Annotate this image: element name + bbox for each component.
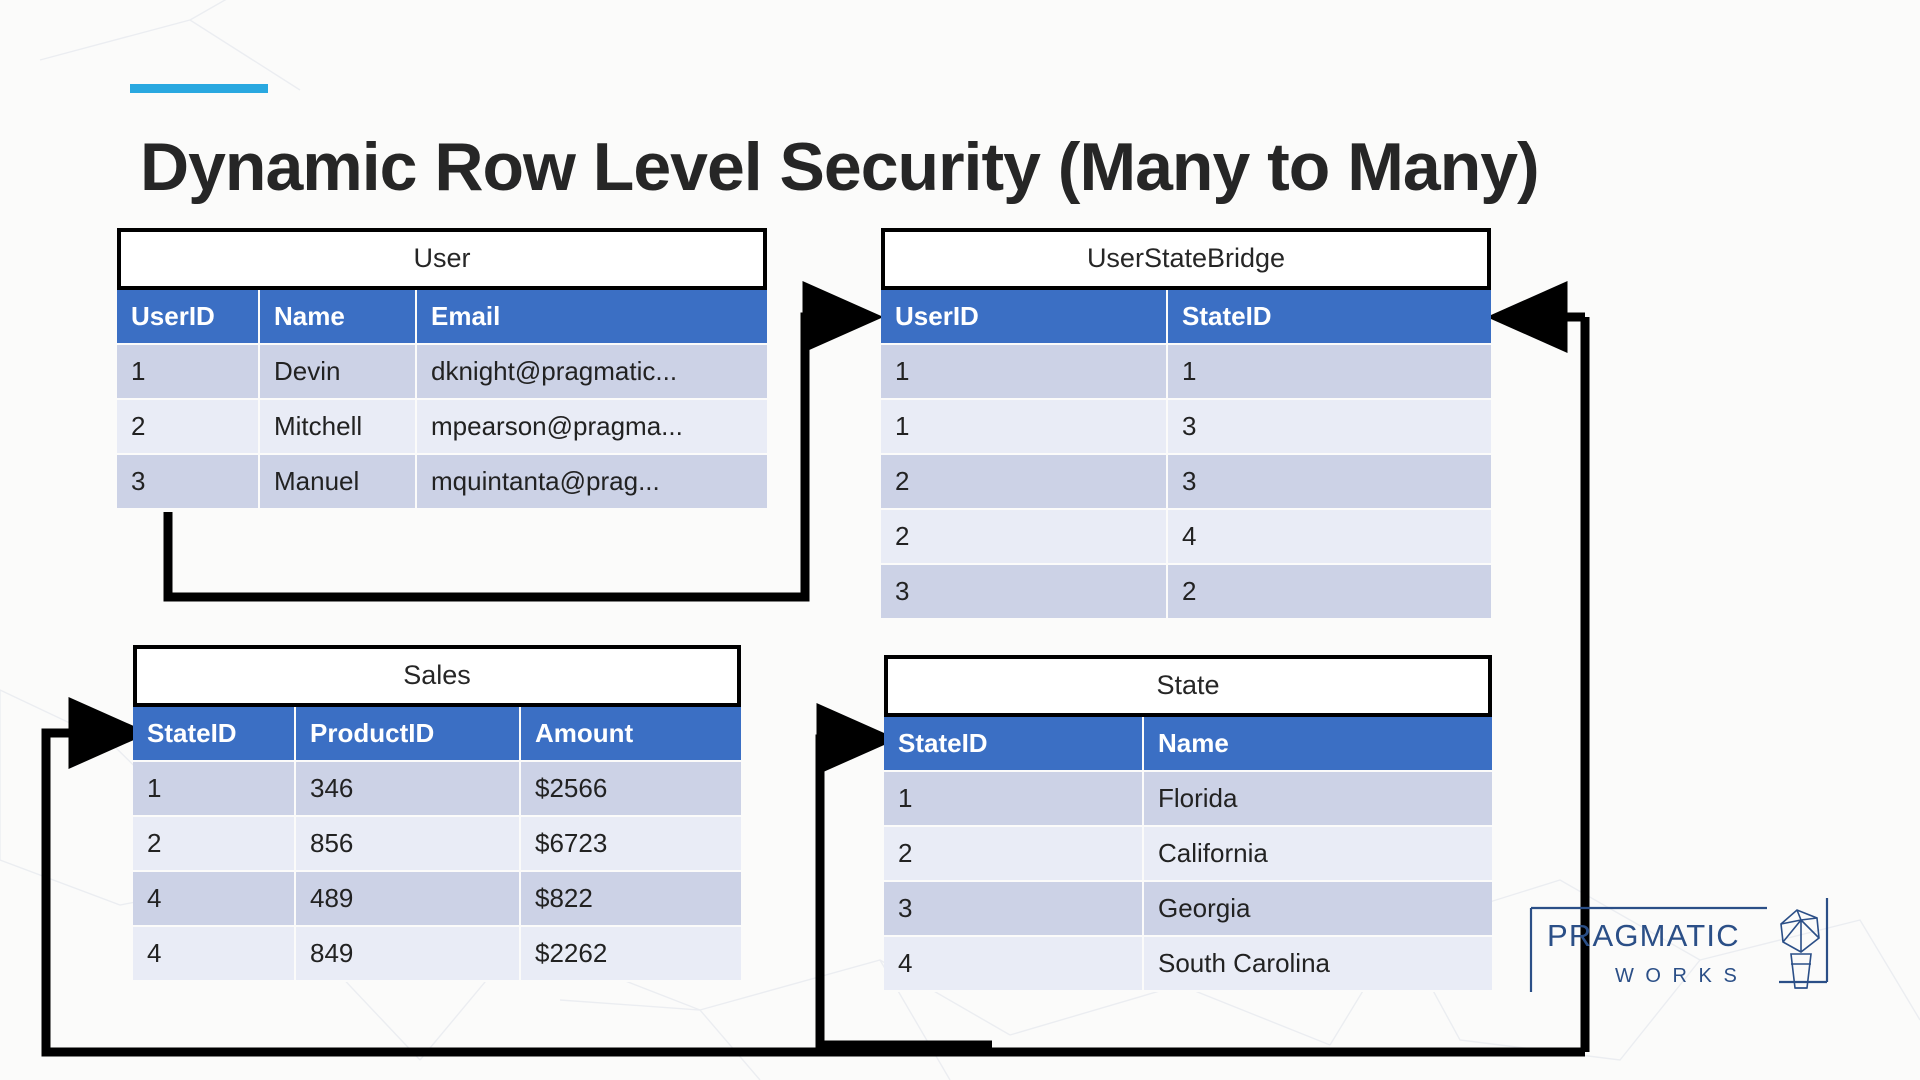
cell-amount: $2262 bbox=[521, 927, 741, 982]
cell-email: dknight@pragmatic... bbox=[417, 345, 767, 400]
column-header-productid: ProductID bbox=[296, 707, 521, 762]
table-sales: Sales StateID ProductID Amount 1 346 $25… bbox=[133, 645, 741, 982]
cell-stateid: 3 bbox=[884, 882, 1144, 937]
cell-productid: 346 bbox=[296, 762, 521, 817]
table-row: 2 Mitchell mpearson@pragma... bbox=[117, 400, 767, 455]
table-user: User UserID Name Email 1 Devin dknight@p… bbox=[117, 228, 767, 510]
table-row: 2 California bbox=[884, 827, 1492, 882]
cell-name: Mitchell bbox=[260, 400, 417, 455]
table-user-header-row: UserID Name Email bbox=[117, 290, 767, 345]
column-header-email: Email bbox=[417, 290, 767, 345]
column-header-name: Name bbox=[260, 290, 417, 345]
column-header-stateid: StateID bbox=[1168, 290, 1491, 345]
table-sales-grid: StateID ProductID Amount 1 346 $2566 2 8… bbox=[133, 707, 741, 982]
table-row: 1 3 bbox=[881, 400, 1491, 455]
cell-name: California bbox=[1144, 827, 1492, 882]
column-header-userid: UserID bbox=[117, 290, 260, 345]
column-header-stateid: StateID bbox=[133, 707, 296, 762]
cell-userid: 3 bbox=[117, 455, 260, 510]
cell-productid: 856 bbox=[296, 817, 521, 872]
cell-userid: 2 bbox=[881, 455, 1168, 510]
column-header-name: Name bbox=[1144, 717, 1492, 772]
cell-userid: 1 bbox=[117, 345, 260, 400]
cell-amount: $822 bbox=[521, 872, 741, 927]
column-header-userid: UserID bbox=[881, 290, 1168, 345]
cell-productid: 489 bbox=[296, 872, 521, 927]
table-row: 1 Florida bbox=[884, 772, 1492, 827]
table-sales-header-row: StateID ProductID Amount bbox=[133, 707, 741, 762]
page-title: Dynamic Row Level Security (Many to Many… bbox=[140, 129, 1540, 205]
cell-name: Devin bbox=[260, 345, 417, 400]
table-state-title: State bbox=[884, 655, 1492, 717]
table-row: 3 Manuel mquintanta@prag... bbox=[117, 455, 767, 510]
cell-userid: 1 bbox=[881, 345, 1168, 400]
cell-stateid: 2 bbox=[1168, 565, 1491, 620]
cell-userid: 1 bbox=[881, 400, 1168, 455]
logo-primary-text: PRAGMATIC bbox=[1547, 918, 1740, 953]
cell-userid: 2 bbox=[881, 510, 1168, 565]
cell-name: South Carolina bbox=[1144, 937, 1492, 992]
table-user-title: User bbox=[117, 228, 767, 290]
table-state-header-row: StateID Name bbox=[884, 717, 1492, 772]
table-row: 1 346 $2566 bbox=[133, 762, 741, 817]
cell-userid: 3 bbox=[881, 565, 1168, 620]
cell-userid: 2 bbox=[117, 400, 260, 455]
table-row: 4 849 $2262 bbox=[133, 927, 741, 982]
table-row: 3 Georgia bbox=[884, 882, 1492, 937]
table-row: 2 856 $6723 bbox=[133, 817, 741, 872]
table-sales-title: Sales bbox=[133, 645, 741, 707]
table-state: State StateID Name 1 Florida 2 Californi… bbox=[884, 655, 1492, 992]
logo-secondary-text: W O R K S bbox=[1615, 965, 1740, 987]
cell-stateid: 4 bbox=[884, 937, 1144, 992]
table-user-grid: UserID Name Email 1 Devin dknight@pragma… bbox=[117, 290, 767, 510]
cell-stateid: 2 bbox=[884, 827, 1144, 882]
table-row: 1 Devin dknight@pragmatic... bbox=[117, 345, 767, 400]
cell-stateid: 1 bbox=[884, 772, 1144, 827]
table-row: 2 4 bbox=[881, 510, 1491, 565]
table-userstatebridge-grid: UserID StateID 1 1 1 3 2 3 2 4 3 2 bbox=[881, 290, 1491, 620]
cell-stateid: 4 bbox=[133, 872, 296, 927]
table-row: 4 South Carolina bbox=[884, 937, 1492, 992]
cell-stateid: 1 bbox=[1168, 345, 1491, 400]
cell-amount: $6723 bbox=[521, 817, 741, 872]
cell-email: mpearson@pragma... bbox=[417, 400, 767, 455]
cell-stateid: 3 bbox=[1168, 400, 1491, 455]
cell-name: Georgia bbox=[1144, 882, 1492, 937]
cell-amount: $2566 bbox=[521, 762, 741, 817]
cell-name: Florida bbox=[1144, 772, 1492, 827]
cell-stateid: 4 bbox=[1168, 510, 1491, 565]
cell-stateid: 2 bbox=[133, 817, 296, 872]
table-row: 2 3 bbox=[881, 455, 1491, 510]
table-userstatebridge-header-row: UserID StateID bbox=[881, 290, 1491, 345]
cell-stateid: 3 bbox=[1168, 455, 1491, 510]
cell-stateid: 4 bbox=[133, 927, 296, 982]
cell-name: Manuel bbox=[260, 455, 417, 510]
table-state-grid: StateID Name 1 Florida 2 California 3 Ge… bbox=[884, 717, 1492, 992]
column-header-stateid: StateID bbox=[884, 717, 1144, 772]
table-row: 1 1 bbox=[881, 345, 1491, 400]
cell-email: mquintanta@prag... bbox=[417, 455, 767, 510]
gem-icon bbox=[1780, 909, 1820, 989]
column-header-amount: Amount bbox=[521, 707, 741, 762]
cell-productid: 849 bbox=[296, 927, 521, 982]
pragmatic-works-logo: PRAGMATIC W O R K S bbox=[1529, 898, 1829, 992]
cell-stateid: 1 bbox=[133, 762, 296, 817]
table-userstatebridge-title: UserStateBridge bbox=[881, 228, 1491, 290]
title-accent-bar bbox=[130, 84, 268, 93]
table-row: 3 2 bbox=[881, 565, 1491, 620]
table-row: 4 489 $822 bbox=[133, 872, 741, 927]
table-userstatebridge: UserStateBridge UserID StateID 1 1 1 3 2… bbox=[881, 228, 1491, 620]
